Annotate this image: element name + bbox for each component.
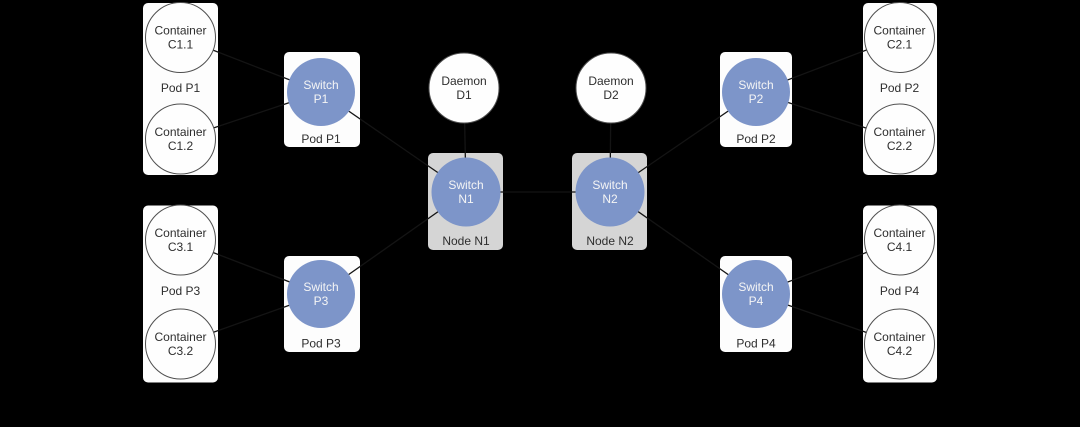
container-c21-circle: [864, 2, 935, 73]
node-container-c12: Container C1.2: [145, 103, 216, 175]
container-c41-circle: [864, 204, 935, 276]
pod-p2-switch-label: Pod P2: [736, 132, 776, 146]
container-c22-line2: C2.2: [887, 139, 913, 153]
daemon-d1-line2: D1: [456, 88, 472, 102]
container-c31-line2: C3.1: [168, 240, 194, 254]
switch-p1-circle: [287, 58, 355, 126]
container-c32-line1: Container: [154, 330, 206, 344]
pod-p3-label: Pod P3: [161, 284, 201, 298]
node-container-c22: Container C2.2: [864, 103, 935, 175]
daemon-d1-circle: [428, 52, 500, 124]
pod-p2-label: Pod P2: [880, 81, 920, 95]
pod-p1-label: Pod P1: [161, 81, 201, 95]
container-c21-line2: C2.1: [887, 38, 913, 52]
switch-p4-circle: [722, 260, 790, 328]
switch-p2-circle: [722, 58, 790, 126]
node-switch-n1: Switch N1: [431, 157, 501, 227]
node-switch-p1: Switch P1: [287, 58, 355, 126]
daemon-d2-line2: D2: [603, 88, 619, 102]
switch-p4-line1: Switch: [738, 280, 773, 294]
container-c11-line1: Container: [154, 24, 206, 38]
container-c22-line1: Container: [873, 125, 925, 139]
container-c11-line2: C1.1: [168, 38, 194, 52]
switch-p2-line1: Switch: [738, 78, 773, 92]
container-c31-circle: [145, 204, 216, 276]
container-c42-line1: Container: [873, 330, 925, 344]
node-switch-n2: Switch N2: [575, 157, 645, 227]
container-c31-line1: Container: [154, 226, 206, 240]
container-c32-line2: C3.2: [168, 344, 194, 358]
pod-p3-switch-label: Pod P3: [301, 337, 341, 351]
node-container-c32: Container C3.2: [145, 308, 216, 380]
container-c42-line2: C4.2: [887, 344, 913, 358]
switch-n1-circle: [431, 157, 501, 227]
container-c41-line1: Container: [873, 226, 925, 240]
switch-n2-line2: N2: [602, 192, 618, 206]
switch-p1-line1: Switch: [303, 78, 338, 92]
group-box-labels: Pod P1 Pod P1 Pod P2 Pod P2 Pod P3 Pod P…: [161, 81, 920, 351]
node-n2-label: Node N2: [586, 234, 634, 248]
container-c12-line2: C1.2: [168, 139, 194, 153]
switch-p3-line1: Switch: [303, 280, 338, 294]
container-c22-circle: [864, 103, 935, 175]
node-container-c42: Container C4.2: [864, 308, 935, 380]
node-n1-label: Node N1: [442, 234, 490, 248]
daemon-d1-line1: Daemon: [441, 74, 486, 88]
pod-p4-switch-label: Pod P4: [736, 337, 776, 351]
node-daemon-d1: Daemon D1: [428, 52, 500, 124]
switch-n1-line2: N1: [458, 192, 474, 206]
container-c21-line1: Container: [873, 24, 925, 38]
switch-p4-line2: P4: [749, 294, 764, 308]
container-c42-circle: [864, 308, 935, 380]
node-switch-p2: Switch P2: [722, 58, 790, 126]
switch-n2-line1: Switch: [592, 178, 627, 192]
daemon-d2-line1: Daemon: [588, 74, 633, 88]
container-c41-line2: C4.1: [887, 240, 913, 254]
switch-p1-line2: P1: [314, 92, 329, 106]
container-c12-line1: Container: [154, 125, 206, 139]
node-container-c31: Container C3.1: [145, 204, 216, 276]
container-c11-circle: [145, 2, 216, 73]
switch-n2-circle: [575, 157, 645, 227]
node-container-c11: Container C1.1: [145, 2, 216, 73]
daemon-d2-circle: [575, 52, 647, 124]
group-boxes: [143, 3, 937, 383]
nodes: Container C1.1 Container C1.2 Switch P1 …: [145, 2, 935, 380]
node-container-c21: Container C2.1: [864, 2, 935, 73]
switch-n1-line1: Switch: [448, 178, 483, 192]
pod-p4-label: Pod P4: [880, 284, 920, 298]
node-daemon-d2: Daemon D2: [575, 52, 647, 124]
pod-p1-switch-label: Pod P1: [301, 132, 341, 146]
container-c32-circle: [145, 308, 216, 380]
switch-p3-circle: [287, 260, 355, 328]
node-switch-p4: Switch P4: [722, 260, 790, 328]
node-container-c41: Container C4.1: [864, 204, 935, 276]
switch-p3-line2: P3: [314, 294, 329, 308]
node-switch-p3: Switch P3: [287, 260, 355, 328]
container-c12-circle: [145, 103, 216, 175]
switch-p2-line2: P2: [749, 92, 764, 106]
